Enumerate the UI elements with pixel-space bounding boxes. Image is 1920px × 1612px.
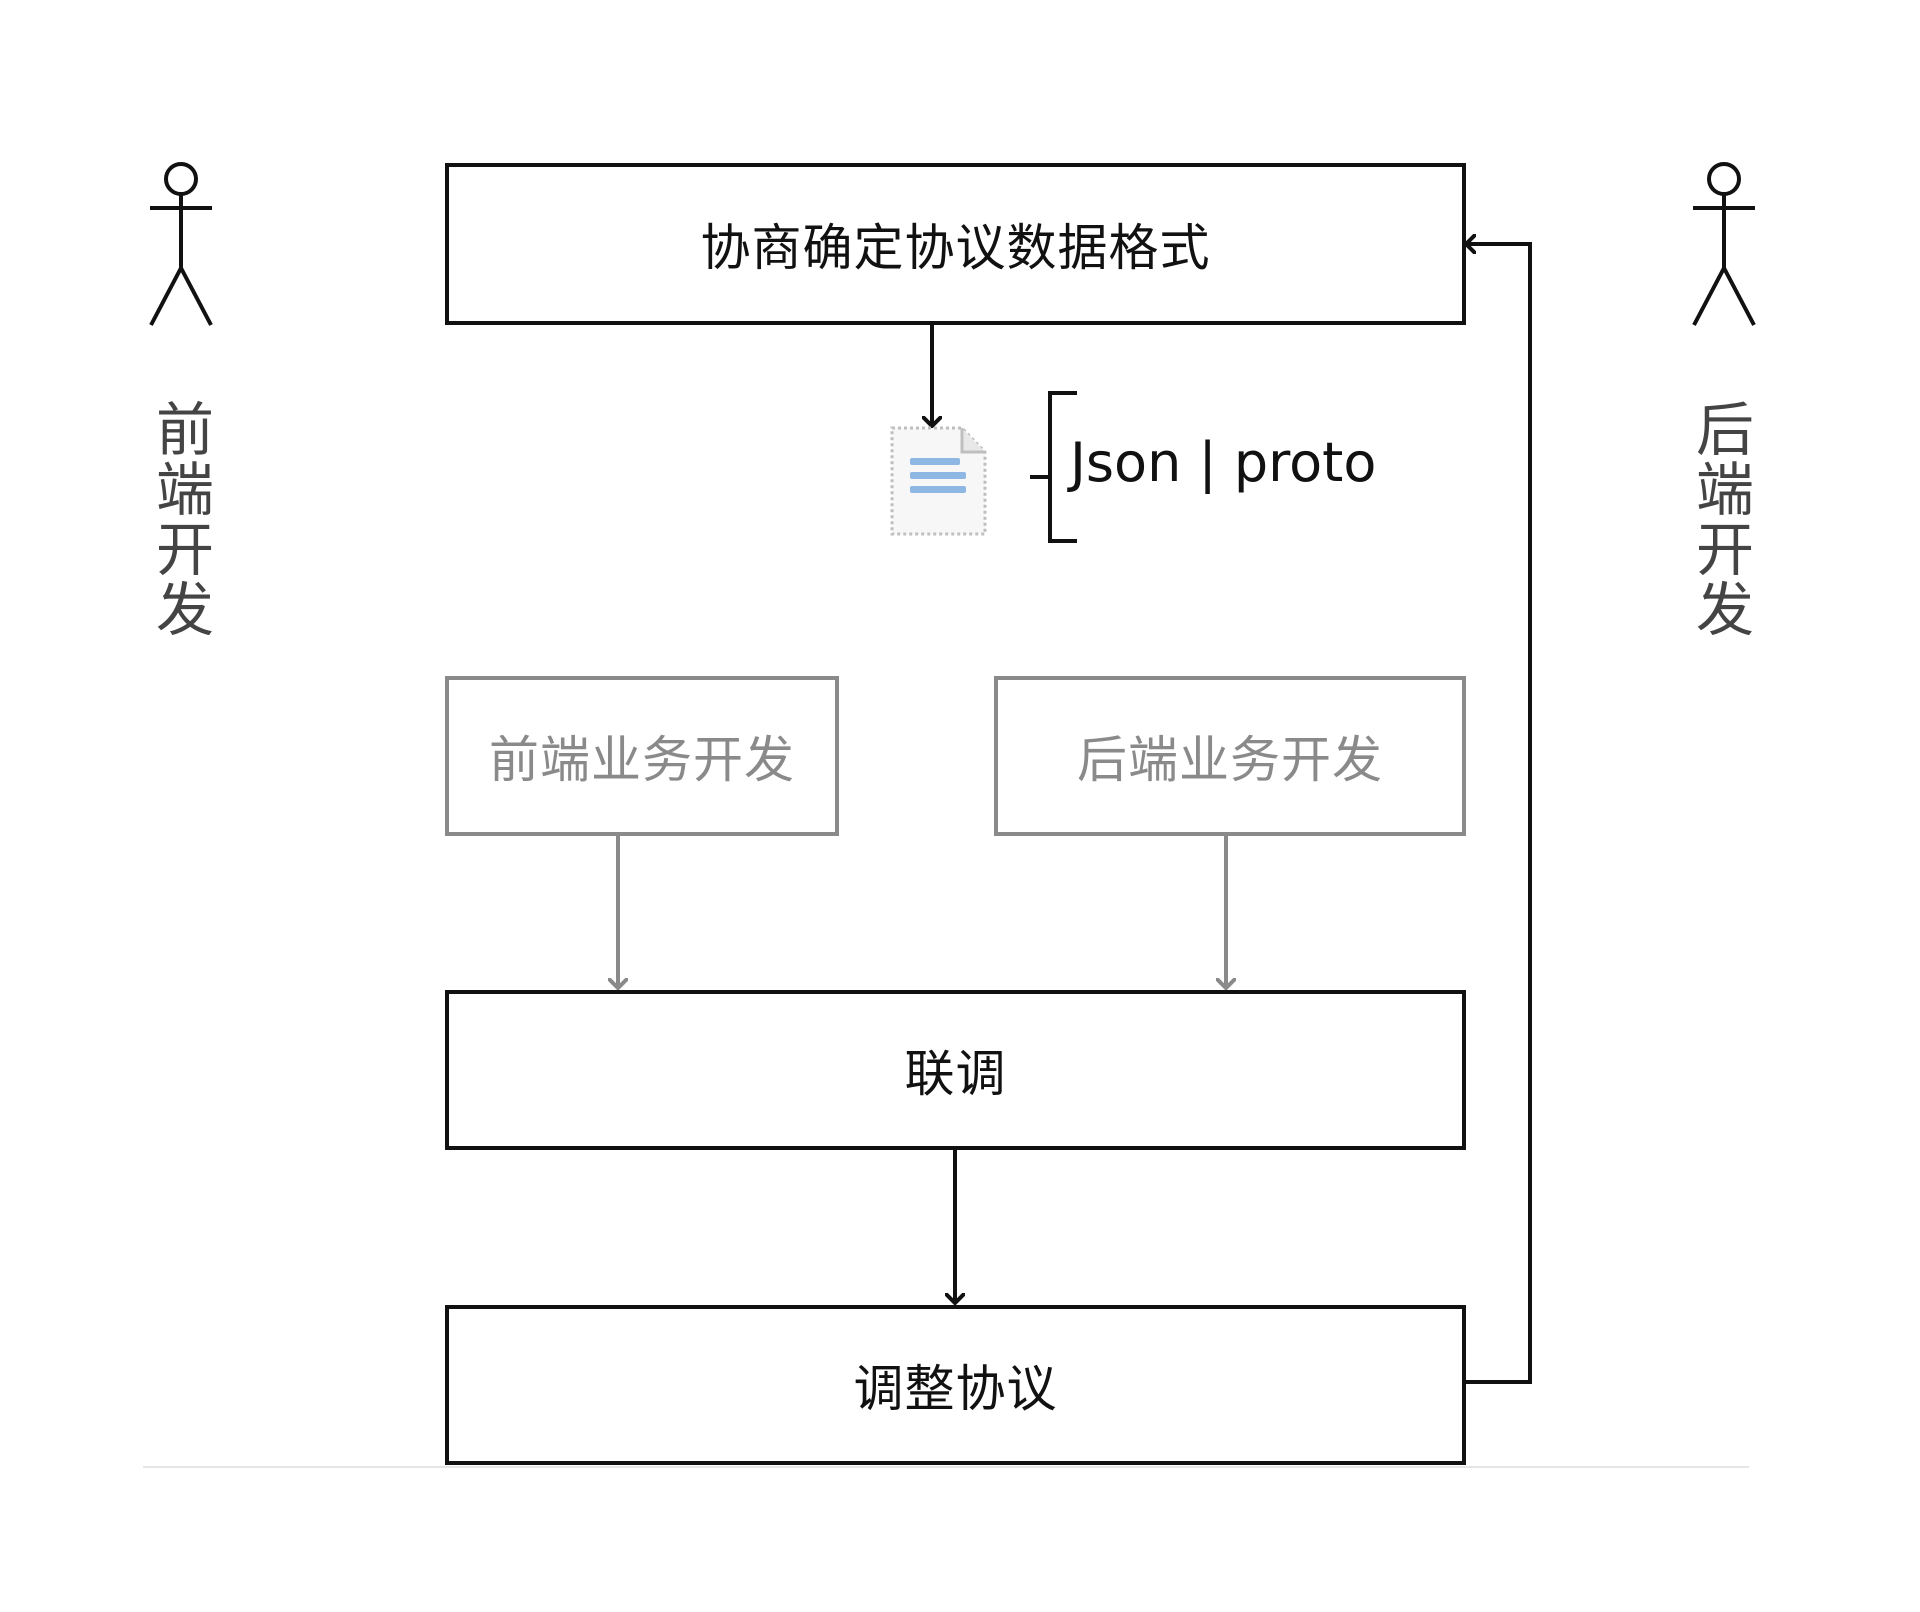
negotiate-protocol-label: 协商确定协议数据格式 bbox=[700, 219, 1211, 277]
frontend-dev-label: 前端业务开发 bbox=[489, 731, 795, 789]
adjust-to-negotiate-feedback-arrow bbox=[1463, 244, 1532, 1384]
backend-actor-label-text: 后端开发 bbox=[1695, 396, 1754, 644]
backend-actor-icon bbox=[1692, 162, 1756, 326]
adjust-protocol-label: 调整协议 bbox=[853, 1360, 1058, 1418]
negotiate-protocol-step: 协商确定协议数据格式 bbox=[445, 163, 1466, 325]
backend-actor-label: 后端开发 bbox=[1690, 400, 1760, 640]
bottom-divider bbox=[143, 1466, 1749, 1468]
artifact-label: Json | proto bbox=[1070, 430, 1377, 494]
adjust-protocol-step: 调整协议 bbox=[445, 1305, 1466, 1465]
backend-dev-step: 后端业务开发 bbox=[994, 676, 1466, 836]
integration-label: 联调 bbox=[904, 1045, 1007, 1103]
integration-step: 联调 bbox=[445, 990, 1466, 1150]
document-icon bbox=[890, 426, 987, 536]
artifact-bracket bbox=[1030, 391, 1077, 543]
frontend-actor-label: 前端开发 bbox=[150, 400, 220, 640]
backend-dev-label: 后端业务开发 bbox=[1077, 731, 1383, 789]
frontend-actor-icon bbox=[149, 162, 213, 326]
frontend-actor-label-text: 前端开发 bbox=[155, 396, 214, 644]
frontend-dev-step: 前端业务开发 bbox=[445, 676, 839, 836]
